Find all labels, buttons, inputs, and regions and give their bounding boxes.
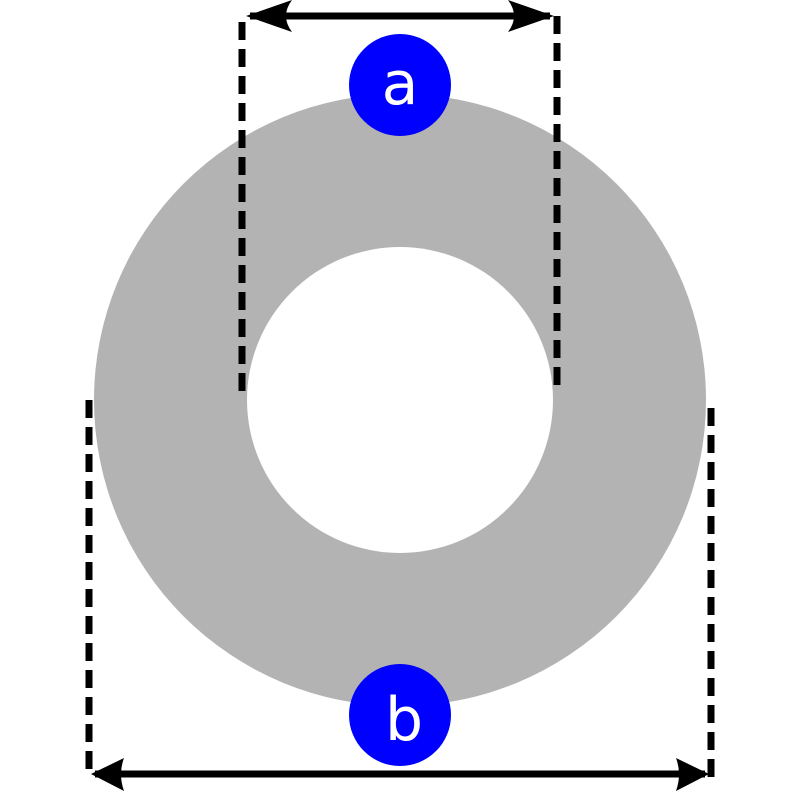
arrowhead-b-left bbox=[91, 758, 124, 791]
dimension-arrow-a bbox=[246, 0, 554, 32]
arrowhead-a-right bbox=[508, 0, 554, 32]
arrowhead-a-left bbox=[246, 0, 292, 32]
label-a-badge: a bbox=[349, 34, 451, 136]
label-b-badge: b bbox=[349, 664, 451, 766]
inner-hole bbox=[247, 247, 553, 553]
label-a-text: a bbox=[382, 49, 419, 119]
dimension-arrow-b bbox=[91, 758, 709, 791]
label-b-text: b bbox=[385, 685, 423, 755]
arrowhead-b-right bbox=[676, 758, 709, 791]
